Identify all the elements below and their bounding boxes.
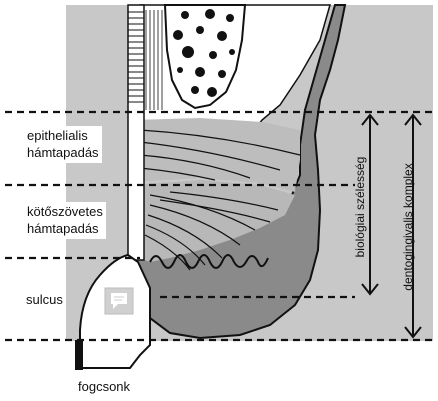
connective-line-1: kötőszövetes: [27, 203, 103, 220]
connective-line-2: hámtapadás: [27, 220, 103, 237]
connective-attachment-label: kötőszövetes hámtapadás: [24, 202, 106, 239]
tooth-base-bar: [75, 340, 83, 370]
epithelial-line-1: epithelialis: [27, 127, 99, 144]
tooth-stump-label: fogcsonk: [78, 378, 130, 395]
biological-width-label: biológiai szélesség: [353, 142, 367, 272]
dentogingival-complex-label: dentogingivalis komplex: [401, 147, 415, 307]
tooth-root-band: [128, 5, 144, 260]
sulcus-label: sulcus: [26, 291, 63, 308]
comment-icon[interactable]: [105, 288, 133, 314]
epithelial-attachment-label: epithelialis hámtapadás: [24, 126, 102, 163]
epithelial-line-2: hámtapadás: [27, 144, 99, 161]
